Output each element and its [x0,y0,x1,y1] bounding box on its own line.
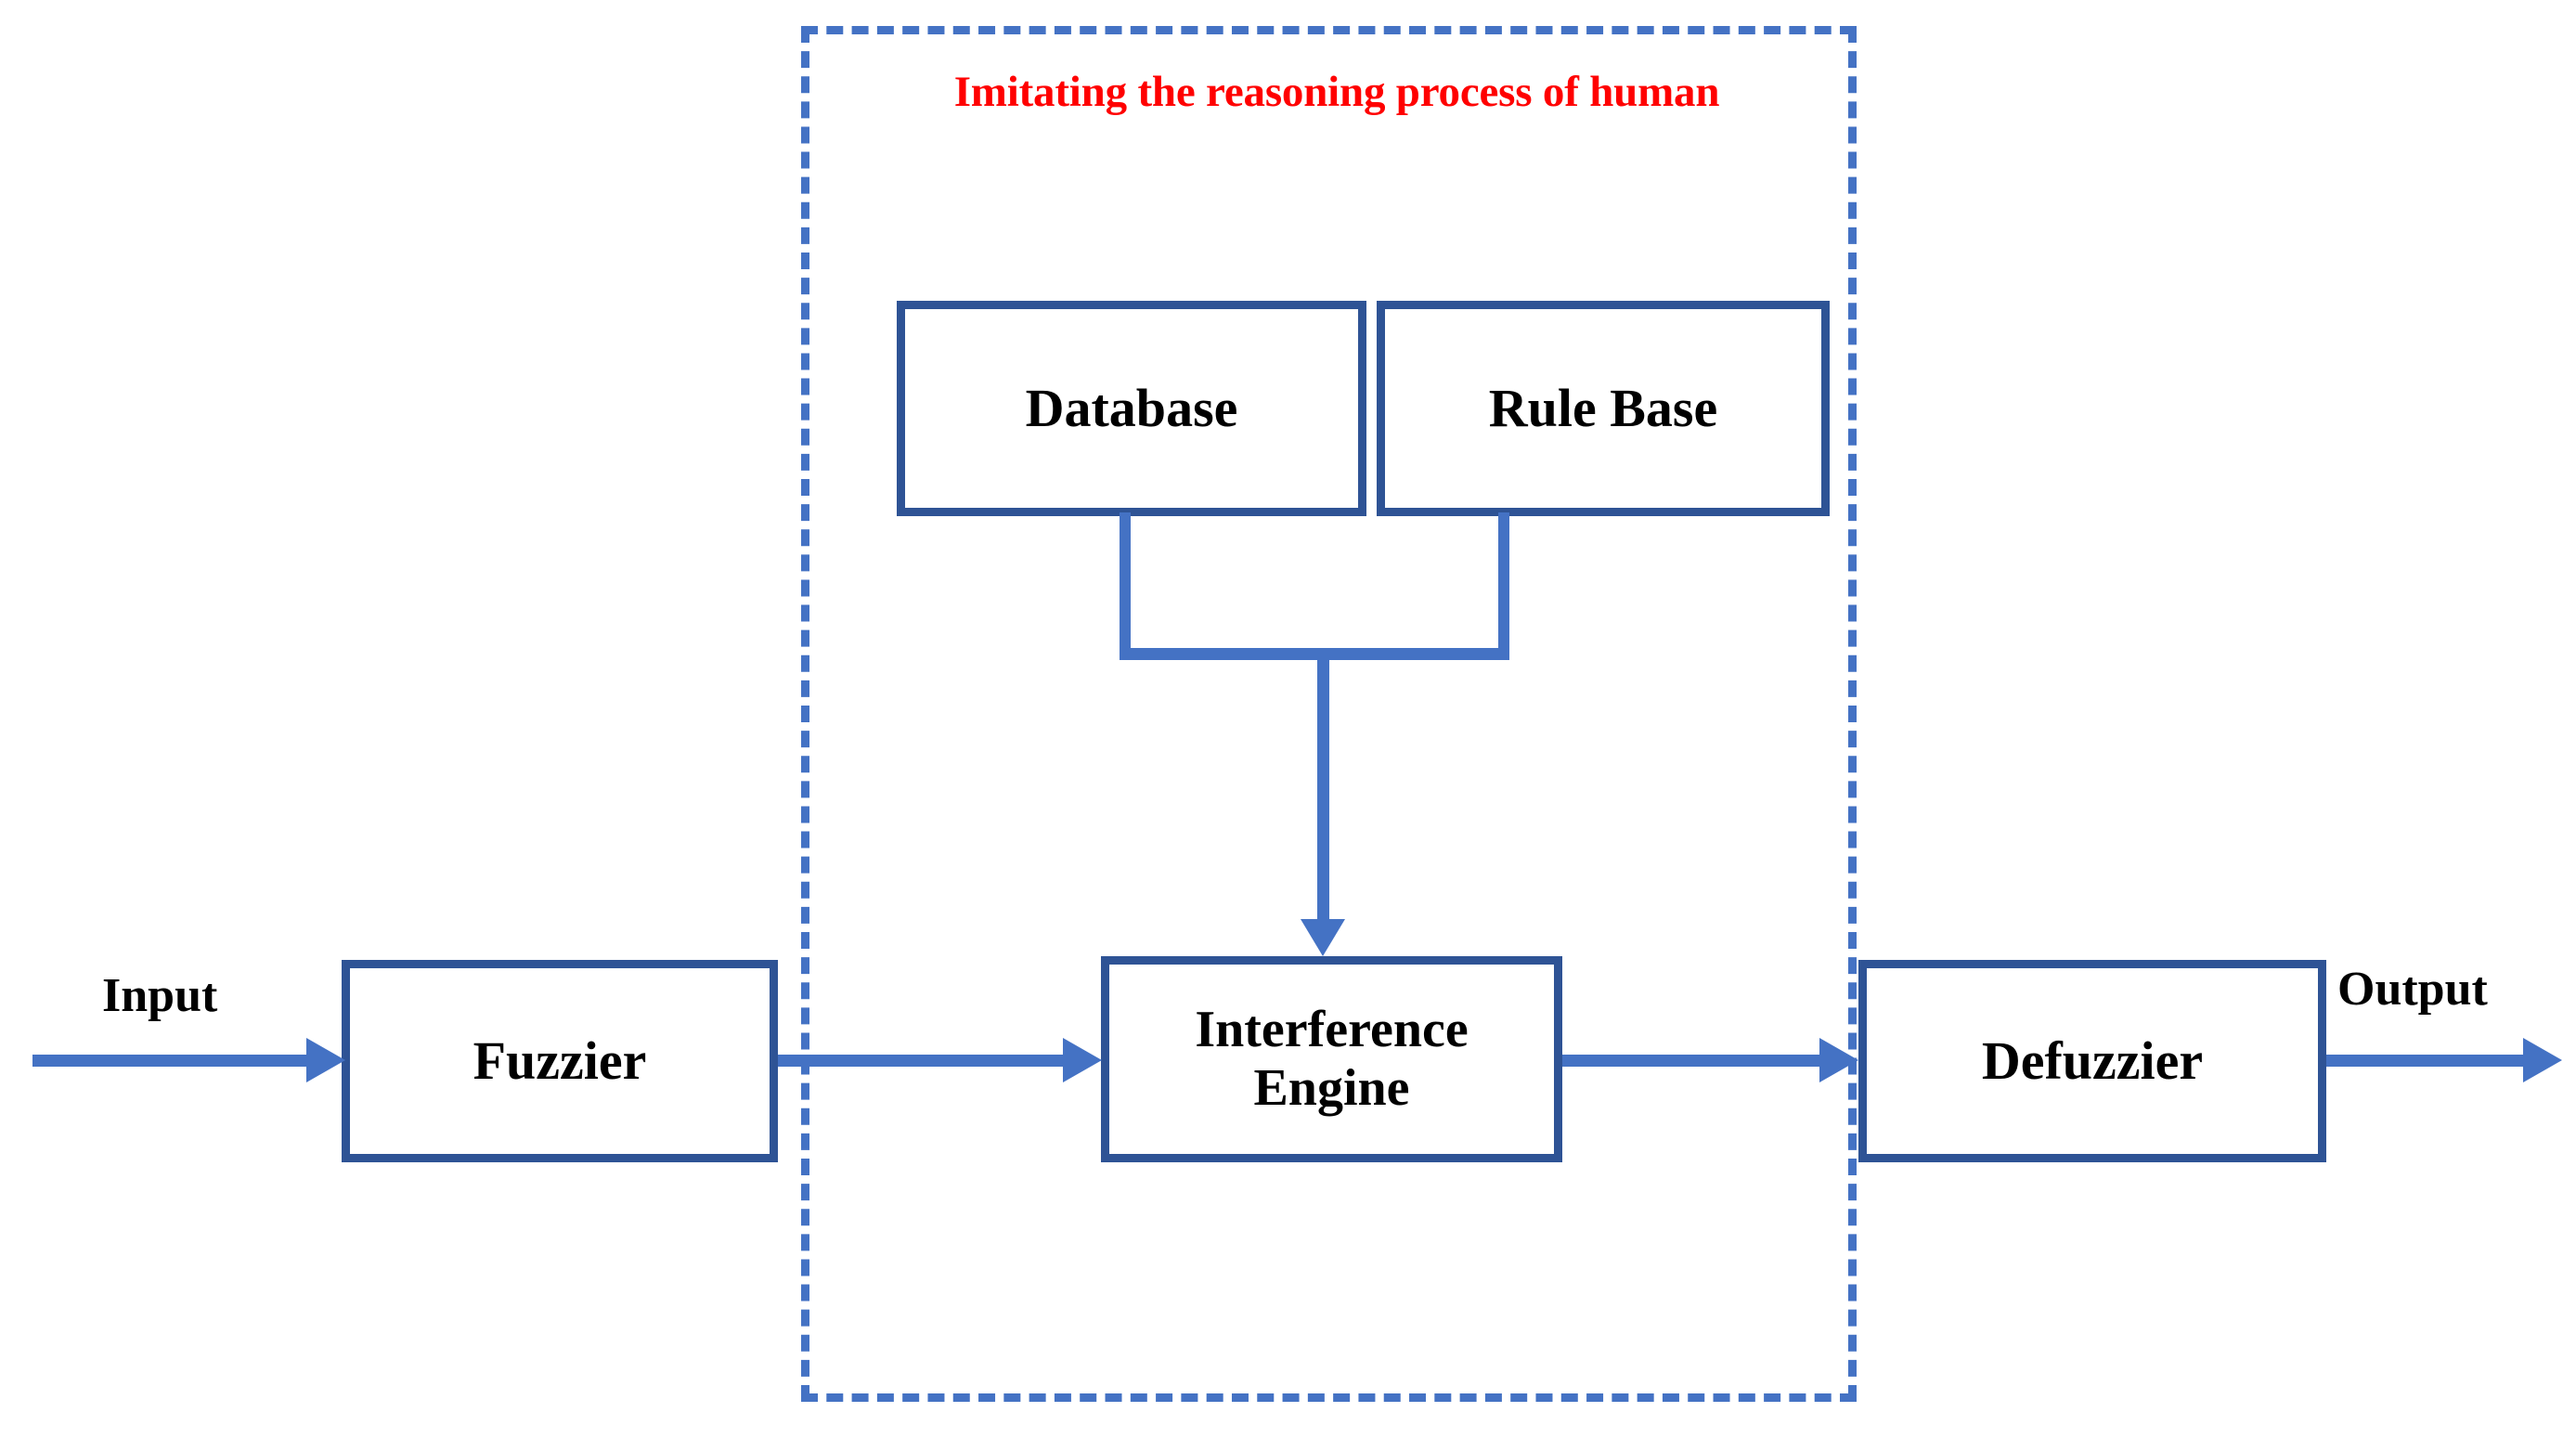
node-fuzzier-label: Fuzzier [472,1030,647,1091]
node-database-label: Database [1025,377,1238,438]
region-title: Imitating the reasoning process of human [953,68,1720,116]
arrow-fuzzier-to-inference-engine [778,1055,1066,1067]
reasoning-region-boundary [801,26,1857,1402]
node-fuzzier[interactable]: Fuzzier [342,960,778,1162]
edge-label-output: Output [2337,963,2488,1016]
arrowhead-right-icon [1819,1038,1858,1082]
connector-rule-base-drop [1498,512,1509,659]
node-rule-base-label: Rule Base [1488,377,1718,438]
node-inference-engine[interactable]: Interference Engine [1101,956,1562,1162]
connector-knowledge-join [1120,648,1509,660]
arrowhead-right-icon [1063,1038,1102,1082]
arrowhead-down-icon [1301,919,1345,956]
arrow-defuzzier-to-output [2326,1055,2526,1067]
node-rule-base[interactable]: Rule Base [1377,301,1830,516]
arrowhead-right-icon [2523,1038,2562,1082]
node-inference-engine-label: Interference Engine [1195,1001,1469,1117]
connector-database-drop [1120,512,1131,659]
connector-knowledge-stem [1317,654,1329,923]
node-database[interactable]: Database [897,301,1366,516]
arrowhead-right-icon [306,1038,345,1082]
arrow-inference-engine-to-defuzzier [1562,1055,1822,1067]
arrow-input-to-fuzzier [32,1055,311,1067]
node-defuzzier[interactable]: Defuzzier [1858,960,2326,1162]
node-defuzzier-label: Defuzzier [1981,1030,2204,1091]
edge-label-input: Input [102,969,218,1022]
